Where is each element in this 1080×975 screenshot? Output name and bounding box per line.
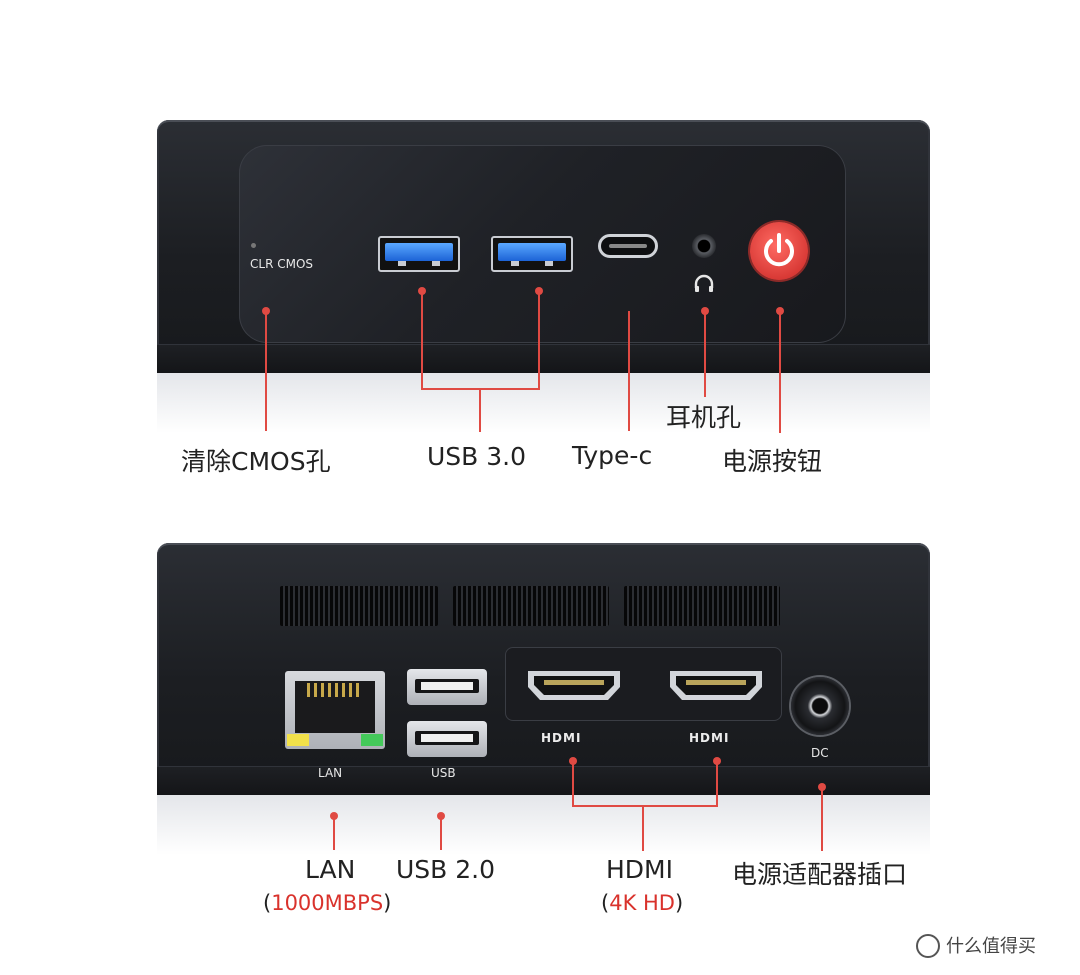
usb3-port-2 <box>491 236 573 272</box>
dc-jack <box>791 677 849 735</box>
usb-port-label: USB <box>431 766 456 780</box>
power-callout: 电源按钮 <box>722 447 823 476</box>
lan-port <box>285 671 385 749</box>
type-c-port <box>598 234 658 258</box>
watermark-icon <box>916 934 940 958</box>
power-button <box>750 222 808 280</box>
usb2-port-2 <box>407 721 487 757</box>
cmos-callout: 清除CMOS孔 <box>181 447 331 476</box>
vent-right <box>624 586 780 626</box>
dc-port-label: DC <box>811 746 829 760</box>
lan-speed-callout: (1000MBPS) <box>263 891 392 915</box>
device-back-band <box>157 766 930 795</box>
headphone-jack <box>692 234 716 258</box>
vent-left <box>280 586 438 626</box>
vent-middle <box>453 586 609 626</box>
power-icon <box>764 233 794 267</box>
hdmi-callout: HDMI <box>606 855 673 884</box>
headphone-icon <box>694 274 714 292</box>
clr-cmos-label: CLR CMOS <box>250 257 314 271</box>
usb2-port-1 <box>407 669 487 705</box>
hdmi-logo-1: HDMI <box>541 731 582 745</box>
lan-port-label: LAN <box>318 766 343 780</box>
headphone-callout: 耳机孔 <box>666 403 742 432</box>
clr-cmos-hole <box>251 243 256 248</box>
lan-callout: LAN <box>305 855 356 884</box>
device-front-band <box>157 344 930 373</box>
watermark-text: 什么值得买 <box>946 936 1036 957</box>
usb3-port-1 <box>378 236 460 272</box>
hdmi-port-2 <box>670 671 762 700</box>
typec-callout: Type-c <box>572 441 653 470</box>
dc-callout: 电源适配器插口 <box>732 860 908 889</box>
back-reflection <box>157 795 930 855</box>
hdmi-logo-2: HDMI <box>689 731 730 745</box>
usb3-callout: USB 3.0 <box>427 442 527 471</box>
hdmi-res-callout: (4K HD) <box>601 891 684 915</box>
hdmi-port-1 <box>528 671 620 700</box>
usb2-callout: USB 2.0 <box>396 855 496 884</box>
front-reflection <box>157 373 930 433</box>
